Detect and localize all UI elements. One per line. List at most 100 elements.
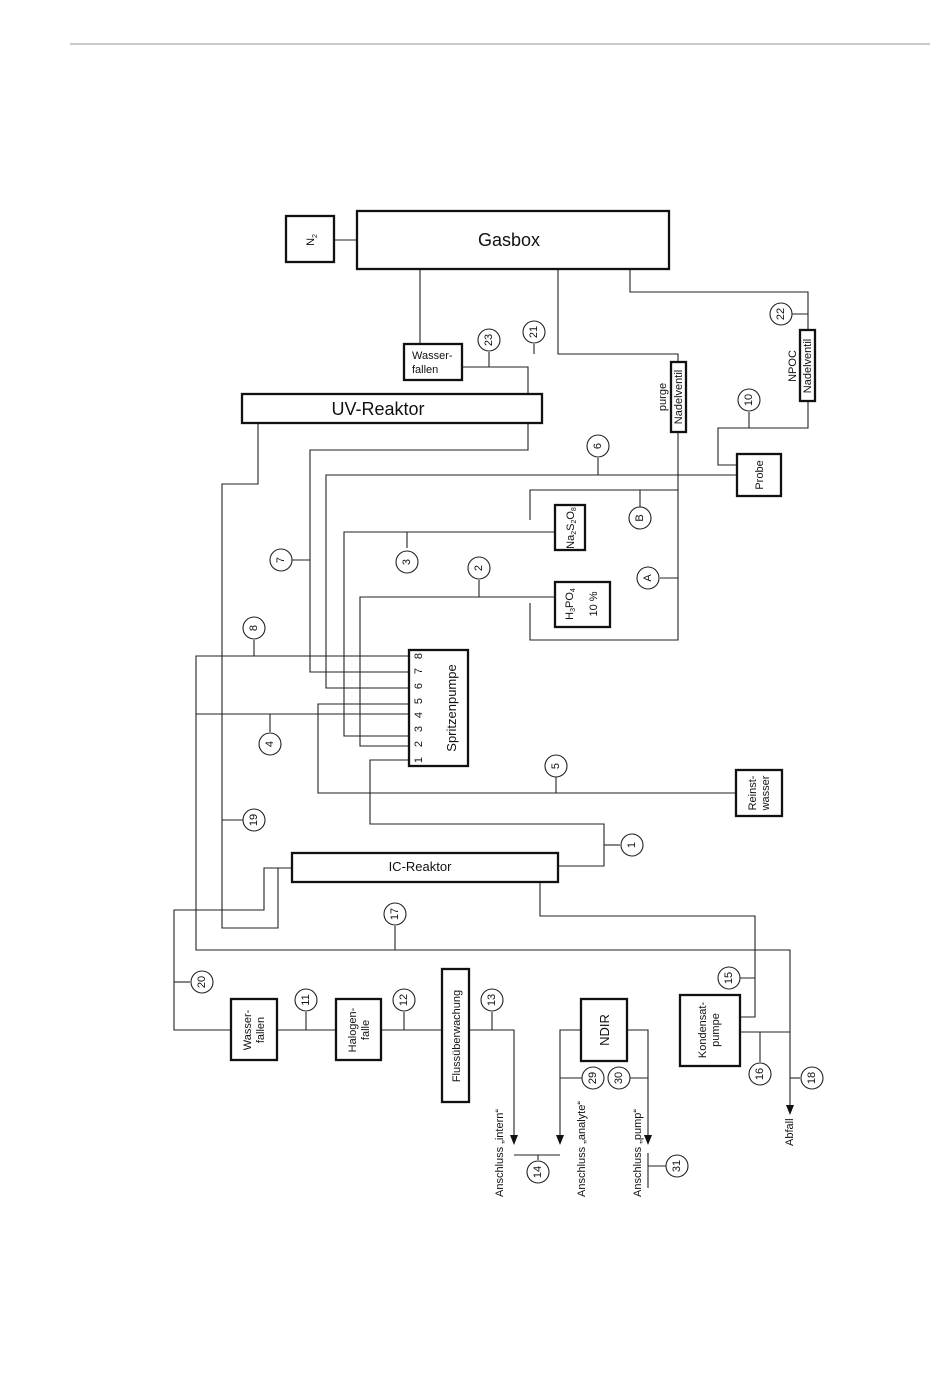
marker-30: 30 [607,1066,631,1090]
reinstwasser-box: Reinst- wasser [734,768,784,818]
wasserfallen-bottom-line2: fallen [255,1017,267,1043]
marker-29: 29 [581,1066,605,1090]
marker-22: 22 [769,302,793,326]
h3po4-c: PO [564,592,576,608]
uv-reaktor-label: UV-Reaktor [331,399,424,419]
port-1: 1 [413,757,425,763]
wasserfallen-top-line1: Wasser- [412,350,453,362]
na2s2o8-a: Na [565,534,577,549]
ic-reaktor: IC-Reaktor [290,851,560,884]
svg-text:4: 4 [264,741,276,747]
marker-31: 31 [665,1154,689,1178]
halogenfalle-box: Halogen- falle [334,997,383,1062]
ndir-box: NDIR [579,997,629,1063]
marker-15: 15 [717,966,741,990]
svg-text:29: 29 [587,1072,599,1084]
svg-text:14: 14 [532,1166,544,1178]
marker-13: 13 [480,988,504,1012]
svg-text:18: 18 [806,1072,818,1084]
npoc-label: NPOC [787,350,799,382]
marker-12: 12 [392,988,416,1012]
port-5: 5 [413,698,425,704]
svg-text:23: 23 [483,334,495,346]
svg-text:20: 20 [196,976,208,988]
marker-16: 16 [748,1062,772,1086]
ndir-label: NDIR [597,1014,612,1046]
n2-sub: 2 [312,234,319,238]
svg-text:12: 12 [398,994,410,1006]
kondensatpumpe-line1: Kondensat- [697,1002,709,1059]
marker-19: 19 [242,808,266,832]
gasbox-label: Gasbox [478,230,540,250]
halogenfalle-line1: Halogen- [347,1007,359,1052]
kondensatpumpe-box: Kondensat- pumpe [678,993,742,1068]
h3po4-a: H [564,612,576,620]
npoc-nadelventil: Nadelventil NPOC [787,328,817,403]
svg-text:1: 1 [626,842,638,848]
spritzenpumpe-label: Spritzenpumpe [444,664,459,751]
svg-text:2: 2 [473,565,485,571]
marker-1: 1 [620,833,644,857]
flussueberwachung-label: Flussüberwachung [451,990,463,1082]
output-abfall-label: Abfall [784,1118,796,1146]
probe-label: Probe [754,460,766,489]
purge-nadelventil: Nadelventil purge [657,360,688,434]
svg-text:3: 3 [401,559,413,565]
port-labels: 1 2 3 4 5 6 7 8 [413,653,425,763]
wasserfallen-bottom-line1: Wasser- [242,1009,254,1050]
na2s2o8-e: O [565,511,577,520]
marker-6: 6 [586,434,610,458]
markers: 1 2 3 4 5 6 7 8 10 11 12 13 14 15 16 17 … [190,302,824,1184]
svg-text:7: 7 [275,557,287,563]
marker-3: 3 [395,550,419,574]
ic-reaktor-label: IC-Reaktor [389,859,453,874]
marker-7: 7 [269,548,293,572]
port-4: 4 [413,712,425,718]
wasserfallen-bottom-box: Wasser- fallen [229,997,279,1062]
spritzenpumpe-box: Spritzenpumpe 1 2 3 4 5 6 7 8 [407,648,470,768]
output-pump-label: Anschluss „pump“ [632,1109,644,1197]
halogenfalle-line2: falle [360,1020,372,1040]
port-2: 2 [413,741,425,747]
marker-17: 17 [383,902,407,926]
wasserfallen-top-line2: fallen [412,364,438,376]
svg-text:A: A [642,574,654,582]
marker-4: 4 [258,732,282,756]
kondensatpumpe-line2: pumpe [710,1013,722,1047]
purge-label: purge [657,383,669,411]
output-analyte-label: Anschluss „analyte“ [576,1101,588,1197]
svg-text:17: 17 [389,908,401,920]
reinstwasser-line2: wasser [760,775,772,811]
marker-2: 2 [467,556,491,580]
svg-text:30: 30 [613,1072,625,1084]
svg-text:6: 6 [592,443,604,449]
reinstwasser-line1: Reinst- [747,775,759,810]
svg-text:5: 5 [550,763,562,769]
n2-box: N2 [284,214,336,264]
svg-text:8: 8 [248,625,260,631]
svg-text:16: 16 [754,1068,766,1080]
marker-11: 11 [294,988,318,1012]
svg-text:19: 19 [248,814,260,826]
port-7: 7 [413,668,425,674]
na2s2o8-c: S [565,524,577,531]
connection-lines [173,239,809,1188]
gasbox: Gasbox [355,209,671,271]
h3po4-b: 3 [570,608,577,612]
n2-label: N [305,238,317,246]
marker-21: 21 [522,320,546,344]
svg-text:31: 31 [671,1160,683,1172]
svg-text:Na2S2O8: Na2S2O8 [565,507,578,549]
h3po4-line2: 10 % [588,591,600,616]
svg-text:10: 10 [743,394,755,406]
h3po4-box: H3PO4 10 % [553,580,612,629]
purge-nadelventil-label: Nadelventil [673,370,685,424]
port-3: 3 [413,726,425,732]
marker-14: 14 [526,1160,550,1184]
output-intern-label: Anschluss „intern“ [494,1109,506,1197]
na2s2o8-b: 2 [571,531,578,535]
svg-text:B: B [634,514,646,521]
port-6: 6 [413,683,425,689]
marker-B: B [628,506,652,530]
